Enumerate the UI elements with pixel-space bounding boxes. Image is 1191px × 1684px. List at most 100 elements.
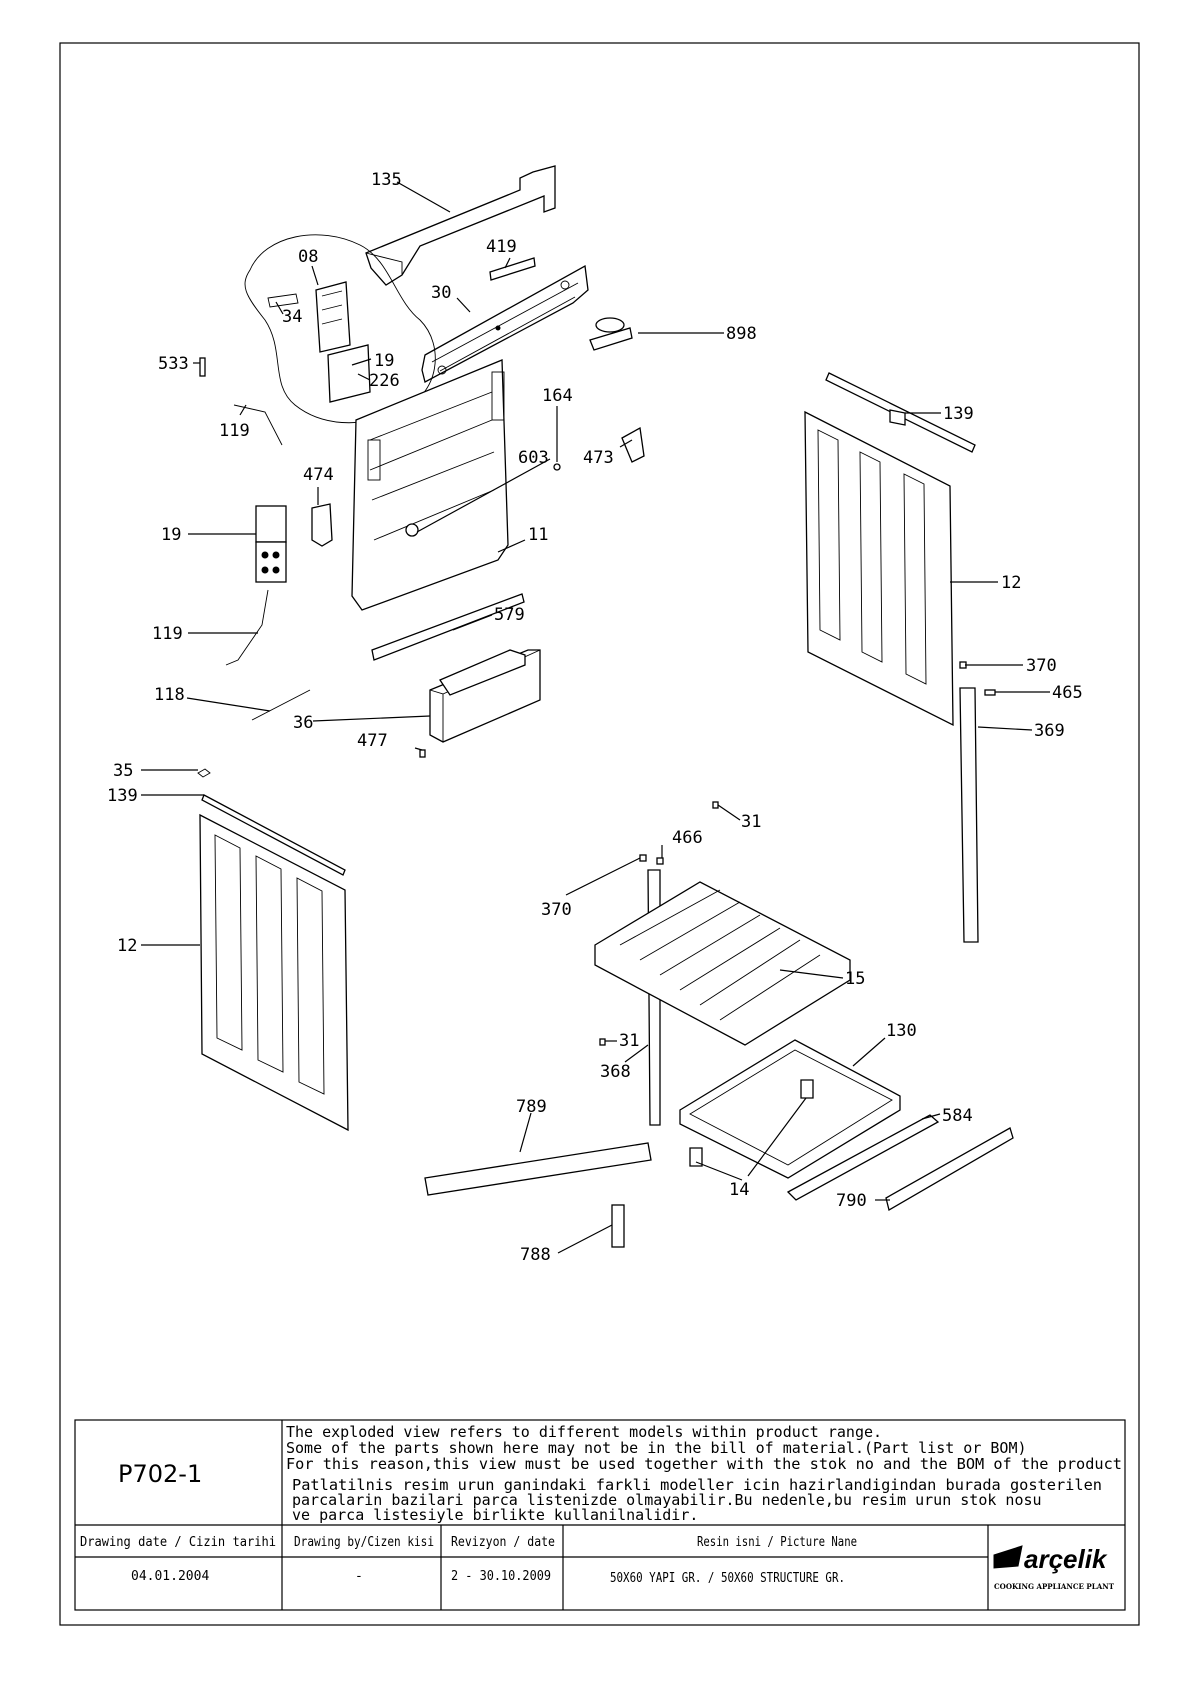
header-revision: Revizyon / date	[451, 1535, 555, 1550]
part-19-terminal-box	[255, 505, 287, 583]
callout-164: 164	[542, 386, 573, 406]
parts-drawing	[197, 165, 1014, 1248]
sheet-code: P702-1	[118, 1460, 202, 1488]
callout-370-right: 370	[1026, 656, 1057, 676]
note-en-line-1: The exploded view refers to different mo…	[286, 1423, 882, 1441]
detail-parts	[267, 281, 371, 403]
part-370-clip-left	[639, 854, 647, 862]
callout-12-left: 12	[117, 936, 137, 956]
part-12-side-panel-left	[199, 813, 349, 1132]
callout-466: 466	[672, 828, 703, 848]
value-drawing-by: -	[355, 1569, 363, 1584]
note-tr-line-1: Patlatilnis resim urun ganindaki farkli …	[292, 1476, 1102, 1494]
part-466-clip	[656, 857, 664, 865]
part-139-clip	[889, 409, 906, 426]
part-36-box	[429, 649, 541, 743]
callout-118: 118	[154, 685, 185, 705]
callout-369: 369	[1034, 721, 1065, 741]
part-15-bottom-tray	[594, 881, 851, 1046]
header-drawing-by: Drawing by/Cizen kisi	[294, 1535, 434, 1550]
callout-139-right: 139	[943, 404, 974, 424]
callout-34: 34	[282, 307, 302, 327]
callout-789: 789	[516, 1097, 547, 1117]
callout-603: 603	[518, 448, 549, 468]
callout-31-lower: 31	[619, 1031, 639, 1051]
part-465-clip	[984, 689, 996, 696]
callout-139-left: 139	[107, 786, 138, 806]
callout-35: 35	[113, 761, 133, 781]
part-139-strip-left	[201, 794, 346, 876]
callout-31-upper: 31	[741, 812, 761, 832]
callout-473: 473	[583, 448, 614, 468]
part-35-clip	[197, 768, 211, 778]
callout-370-left: 370	[541, 900, 572, 920]
sheet-frame	[59, 42, 1140, 1626]
callout-579: 579	[494, 605, 525, 625]
callout-11: 11	[528, 525, 548, 545]
part-584-rail	[786, 1114, 940, 1201]
part-477-screw	[419, 749, 426, 758]
part-473-bracket	[621, 426, 645, 463]
note-tr-line-2: parcalarin bazilari parca listenizde olm…	[292, 1491, 1042, 1509]
callout-226: 226	[369, 371, 400, 391]
callout-465: 465	[1052, 683, 1083, 703]
callout-15: 15	[845, 969, 865, 989]
callout-119-upper: 119	[219, 421, 250, 441]
part-369-rail	[959, 687, 979, 943]
callout-584: 584	[942, 1106, 973, 1126]
part-130-base-frame	[679, 1039, 901, 1179]
callout-19-box: 19	[161, 525, 181, 545]
leader-lines	[141, 181, 1050, 1254]
part-898-thermostat	[589, 317, 633, 351]
callout-790: 790	[836, 1191, 867, 1211]
callout-368: 368	[600, 1062, 631, 1082]
part-11-back-panel	[351, 359, 509, 611]
part-789-bar	[424, 1142, 652, 1196]
callout-14: 14	[729, 1180, 749, 1200]
part-12-side-panel-right	[804, 410, 954, 727]
part-419-strip	[489, 257, 536, 281]
svg-text:arçelik: arçelik	[1024, 1544, 1108, 1574]
arcelik-logo: arçelik COOKING APPLIANCE PLANT	[993, 1544, 1114, 1591]
title-block: P702-1 The exploded view refers to diffe…	[74, 1419, 1126, 1611]
part-31-clip-upper	[712, 801, 719, 809]
part-533-rod	[199, 357, 206, 377]
callout-119-lower: 119	[152, 624, 183, 644]
value-drawing-date: 04.01.2004	[131, 1569, 209, 1584]
value-revision: 2 - 30.10.2009	[451, 1569, 551, 1584]
value-picture-name: 50X60 YAPI GR. / 50X60 STRUCTURE GR.	[610, 1571, 845, 1586]
part-119-cable-lower	[225, 589, 269, 666]
part-788-post	[611, 1204, 625, 1248]
part-579-strip	[371, 593, 525, 661]
part-135-top-trim	[365, 165, 556, 286]
header-drawing-date: Drawing date / Cizin tarihi	[80, 1535, 276, 1550]
header-picture-name: Resin isni / Picture Nane	[697, 1535, 857, 1550]
callout-130: 130	[886, 1021, 917, 1041]
part-31-clip-lower	[599, 1038, 606, 1046]
note-en-line-2: Some of the parts shown here may not be …	[286, 1439, 1027, 1457]
callout-19-detail: 19	[374, 351, 394, 371]
note-tr-line-3: ve parca listesiyle birlikte kullanilnal…	[292, 1506, 698, 1524]
part-118-wires	[251, 689, 311, 721]
callout-788: 788	[520, 1245, 551, 1265]
part-30-control-panel	[421, 264, 589, 383]
callout-898: 898	[726, 324, 757, 344]
part-474-bracket	[311, 503, 333, 547]
part-164-nut	[553, 463, 561, 471]
callout-477: 477	[357, 731, 388, 751]
callout-419: 419	[486, 237, 517, 257]
svg-text:COOKING APPLIANCE PLANT: COOKING APPLIANCE PLANT	[994, 1582, 1114, 1591]
callout-08: 08	[298, 247, 318, 267]
callout-135: 135	[371, 170, 402, 190]
callout-30: 30	[431, 283, 451, 303]
callout-labels: 135 419 08 30 34 898 533 19 226 164 139 …	[107, 170, 1083, 1265]
callout-533: 533	[158, 354, 189, 374]
callout-474: 474	[303, 465, 334, 485]
part-790-strip	[885, 1127, 1014, 1211]
part-14-foot-b	[689, 1147, 703, 1167]
callout-36: 36	[293, 713, 313, 733]
part-14-foot-a	[800, 1079, 814, 1099]
callout-12-right: 12	[1001, 573, 1021, 593]
note-en-line-3: For this reason,this view must be used t…	[286, 1455, 1122, 1473]
